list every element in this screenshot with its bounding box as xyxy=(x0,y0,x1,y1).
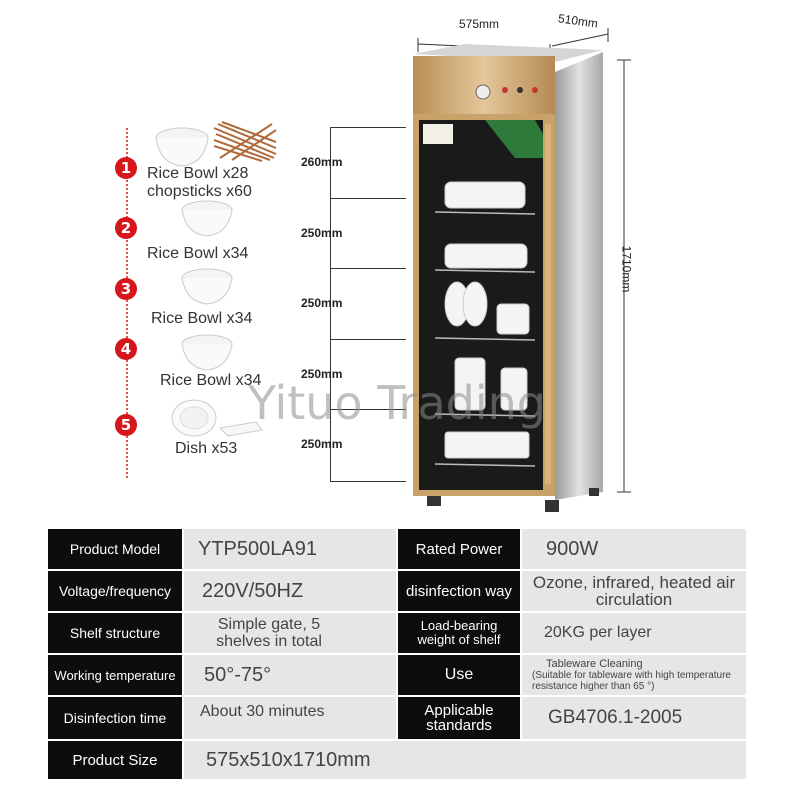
shelf-number-badge: 5 xyxy=(115,414,137,436)
dotted-guide-line xyxy=(126,128,128,478)
dish-image xyxy=(171,399,263,437)
width-dimension-label: 575mm xyxy=(459,17,500,31)
spec-label-voltage: Voltage/frequency xyxy=(48,571,182,611)
spec-value-size: 575x510x1710mm xyxy=(184,741,746,779)
rice-bowl-image xyxy=(181,334,233,371)
rice-bowl-image xyxy=(181,200,233,237)
spec-value-temperature: 50°-75° xyxy=(184,655,396,695)
spec-label-disinfection-time: Disinfection time xyxy=(48,697,182,739)
dimension-tick xyxy=(330,339,406,340)
spec-label-load: Load-bearing weight of shelf xyxy=(398,613,520,653)
dimension-tick xyxy=(330,481,406,482)
shelf-label-line: Dish x53 xyxy=(175,440,238,457)
shelf-number-badge: 2 xyxy=(115,217,137,239)
height-dimension-label: 1710mm xyxy=(619,245,634,293)
rice-bowl-image xyxy=(181,268,233,305)
spec-label-model: Product Model xyxy=(48,529,182,569)
spec-label-use: Use xyxy=(398,655,520,695)
shelf-number-badge: 3 xyxy=(115,278,137,300)
shelf-gap-label: 250mm xyxy=(301,296,343,310)
spec-label-size: Product Size xyxy=(48,741,182,779)
dimension-tick xyxy=(330,268,406,269)
spec-value-disinfection-way: Ozone, infrared, heated air circulation xyxy=(522,571,746,611)
shelf-gap-label: 250mm xyxy=(301,226,343,240)
watermark-text: Yituo Trading xyxy=(248,376,546,430)
disinfection-cabinet-image xyxy=(413,44,603,512)
dimension-vertical-line xyxy=(330,127,331,481)
shelf-label-line: Rice Bowl x34 xyxy=(147,245,249,262)
use-value-note: (Suitable for tableware with high temper… xyxy=(532,669,731,692)
shelf-gap-label: 250mm xyxy=(301,437,343,451)
spec-label-disinfection-way: disinfection way xyxy=(398,571,520,611)
shelf-label-line: Rice Bowl x34 xyxy=(151,310,253,327)
use-value-line: Tableware Cleaning xyxy=(546,657,643,670)
spec-label-shelf: Shelf structure xyxy=(48,613,182,653)
shelf-label-line: Rice Bowl x28 xyxy=(147,165,249,182)
chopsticks-image xyxy=(213,121,277,162)
spec-value-standards: GB4706.1-2005 xyxy=(522,697,746,739)
spec-value-load: 20KG per layer xyxy=(522,613,746,653)
spec-value-voltage: 220V/50HZ xyxy=(184,571,396,611)
shelf-gap-label: 250mm xyxy=(301,367,343,381)
shelf-label-line: Rice Bowl x34 xyxy=(160,372,262,389)
spec-value-model: YTP500LA91 xyxy=(184,529,396,569)
height-dimension-line xyxy=(617,59,631,493)
shelf-gap-label: 260mm xyxy=(301,155,343,169)
shelf-number-badge: 4 xyxy=(115,338,137,360)
shelf-label-line: chopsticks x60 xyxy=(147,183,252,200)
rice-bowl-image xyxy=(155,127,209,167)
spec-label-temperature: Working temperature xyxy=(48,655,182,695)
spec-label-power: Rated Power xyxy=(398,529,520,569)
dimension-tick xyxy=(330,409,406,410)
spec-label-standards: Applicable standards xyxy=(398,697,520,739)
spec-value-shelf: Simple gate, 5 shelves in total xyxy=(184,613,396,653)
spec-value-power: 900W xyxy=(522,529,746,569)
dimension-tick xyxy=(330,198,406,199)
shelf-number-badge: 1 xyxy=(115,157,137,179)
spec-value-disinfection-time: About 30 minutes xyxy=(184,697,396,739)
spec-value-use: Tableware Cleaning (Suitable for tablewa… xyxy=(522,655,746,695)
dimension-tick xyxy=(330,127,406,128)
